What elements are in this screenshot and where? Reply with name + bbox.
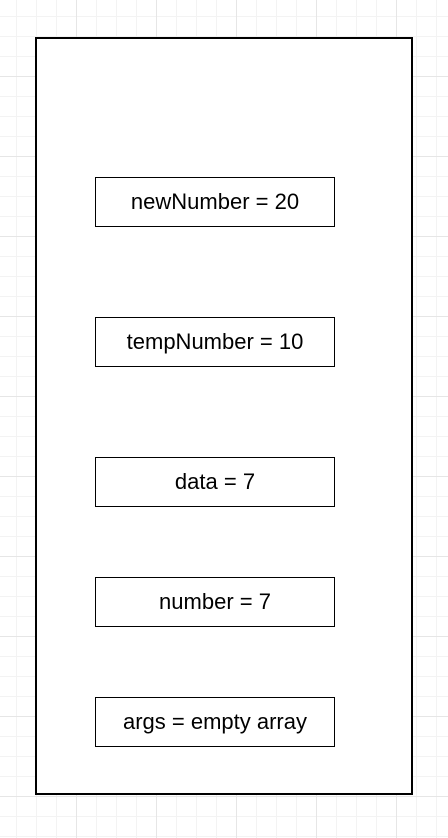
variable-label: args = empty array xyxy=(122,709,307,734)
variable-box-tempnumber: tempNumber = 10 xyxy=(95,317,335,367)
variable-box-args: args = empty array xyxy=(95,697,335,747)
stack-frame xyxy=(35,37,413,795)
variable-box-number: number = 7 xyxy=(95,577,335,627)
variable-label: data = 7 xyxy=(174,469,256,494)
variable-box-data: data = 7 xyxy=(95,457,335,507)
variable-label: tempNumber = 10 xyxy=(126,329,304,354)
variable-label: number = 7 xyxy=(159,589,271,614)
variable-label: newNumber = 20 xyxy=(130,189,300,214)
variable-box-newnumber: newNumber = 20 xyxy=(95,177,335,227)
